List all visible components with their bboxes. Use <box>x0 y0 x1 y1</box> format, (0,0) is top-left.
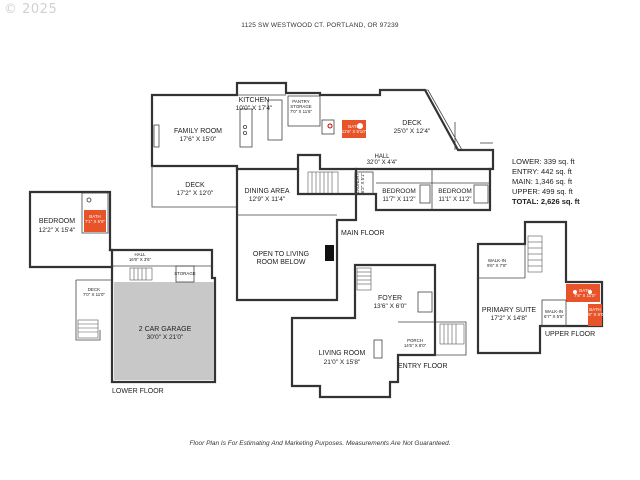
area-totals: LOWER: 339 sq. ft ENTRY: 442 sq. ft MAIN… <box>512 157 580 207</box>
walkin-b-dims: 6'7" X 5'5" <box>544 314 564 319</box>
upper-bath2-label: BATH <box>589 307 600 312</box>
deck-family-label: DECK <box>185 182 205 189</box>
storage-label: STORAGE <box>174 271 195 276</box>
laundry-label: LAUNDRY <box>355 172 360 193</box>
open-living-label: OPEN TO LIVING <box>253 251 309 258</box>
lower-floor-plan <box>28 190 217 384</box>
bedroom-lower-label: BEDROOM <box>39 218 75 225</box>
total-entry: ENTRY: 442 sq. ft <box>512 167 572 176</box>
total-lower: LOWER: 339 sq. ft <box>512 157 575 166</box>
deck-lower-label: DECK <box>88 287 100 292</box>
deck-family-dims: 17'2" X 12'0" <box>177 190 214 197</box>
total-main: MAIN: 1,346 sq. ft <box>512 177 573 186</box>
bedroom-b-dims: 11'1" X 11'2" <box>438 197 471 203</box>
dining-dims: 12'9" X 11'4" <box>249 196 286 203</box>
garage-fill <box>114 282 214 380</box>
main-floor-label: MAIN FLOOR <box>341 230 385 237</box>
foyer-dims: 13'6" X 6'0" <box>373 303 407 310</box>
upper-bath2-fill <box>588 304 602 326</box>
living-room-label: LIVING ROOM <box>319 350 366 357</box>
entry-floor-plan <box>290 263 467 399</box>
upper-bath2-dims: 7'8" X 6'0" <box>585 312 605 317</box>
lower-floor-label: LOWER FLOOR <box>112 388 164 395</box>
walkin-b-label: WALK-IN <box>545 309 563 314</box>
main-floor-plan <box>150 81 495 302</box>
deck-main-label: DECK <box>402 120 422 127</box>
hall-main-dims: 32'0" X 4'4" <box>367 160 398 166</box>
garage-label: 2 CAR GARAGE <box>139 326 192 333</box>
deck-lower-dims: 7'0" X 11'0" <box>83 292 105 297</box>
total-upper: UPPER: 499 sq. ft <box>512 187 573 196</box>
upper-floor-plan <box>476 220 604 355</box>
pantry-dims: 7'0" X 11'6" <box>290 109 312 114</box>
deck-main-dims: 25'0" X 12'4" <box>394 128 431 135</box>
hall-main-label: HALL <box>374 154 390 160</box>
disclaimer: Floor Plan Is For Estimating And Marketi… <box>189 440 451 447</box>
kitchen-dims: 10'0" X 17'4" <box>236 105 273 112</box>
bedroom-a-label: BEDROOM <box>382 188 416 195</box>
hall-lower-label: HALL <box>135 252 147 257</box>
main-bath-dims: 11'6" X 5'10" <box>342 129 367 134</box>
laundry-dims: 6'2" X 5'1" <box>360 173 365 193</box>
upper-bath-fill <box>566 284 600 302</box>
upper-bath-label: BATH <box>579 288 590 293</box>
porch-dims: 14'6" X 8'0" <box>404 343 427 348</box>
primary-suite-dims: 17'2" X 14'8" <box>491 315 528 322</box>
main-bath-label: BATH <box>348 124 359 129</box>
family-room-label: FAMILY ROOM <box>174 128 222 135</box>
upper-bath-dims: 7'8" X 11'0" <box>574 293 596 298</box>
upper-floor-label: UPPER FLOOR <box>545 331 595 338</box>
living-room-dims: 21'0" X 15'8" <box>324 359 361 366</box>
main-chimney <box>325 245 334 261</box>
total-overall: TOTAL: 2,626 sq. ft <box>512 197 580 206</box>
property-address: 1125 SW WESTWOOD CT. PORTLAND, OR 97239 <box>241 22 399 29</box>
lower-bath-fill <box>84 210 106 232</box>
bedroom-b-label: BEDROOM <box>438 188 472 195</box>
entry-floor-label: ENTRY FLOOR <box>398 363 448 370</box>
pantry-label-2: STORAGE <box>290 104 311 109</box>
foyer-label: FOYER <box>378 295 402 302</box>
kitchen-label: KITCHEN <box>239 97 270 104</box>
family-room-dims: 17'6" X 15'0" <box>180 136 217 143</box>
copyright-watermark: © 2025 <box>4 2 58 17</box>
lower-bath-label: BATH <box>89 214 100 219</box>
garage-dims: 30'0" X 21'0" <box>147 334 184 341</box>
primary-suite-label: PRIMARY SUITE <box>482 307 537 314</box>
open-living-label-2: ROOM BELOW <box>256 259 305 266</box>
porch-label: PORCH <box>407 338 423 343</box>
lower-bath-dims: 7'1" X 5'9" <box>85 219 105 224</box>
hall-lower-dims: 16'9" X 3'6" <box>129 257 152 262</box>
walkin-a-label: WALK-IN <box>488 258 506 263</box>
bedroom-a-dims: 11'7" X 11'2" <box>382 197 415 203</box>
dining-label: DINING AREA <box>244 188 289 195</box>
walkin-a-dims: 9'6" X 7'8" <box>487 263 507 268</box>
pantry-label: PANTRY <box>292 99 309 104</box>
bedroom-lower-dims: 12'2" X 15'4" <box>39 227 76 234</box>
